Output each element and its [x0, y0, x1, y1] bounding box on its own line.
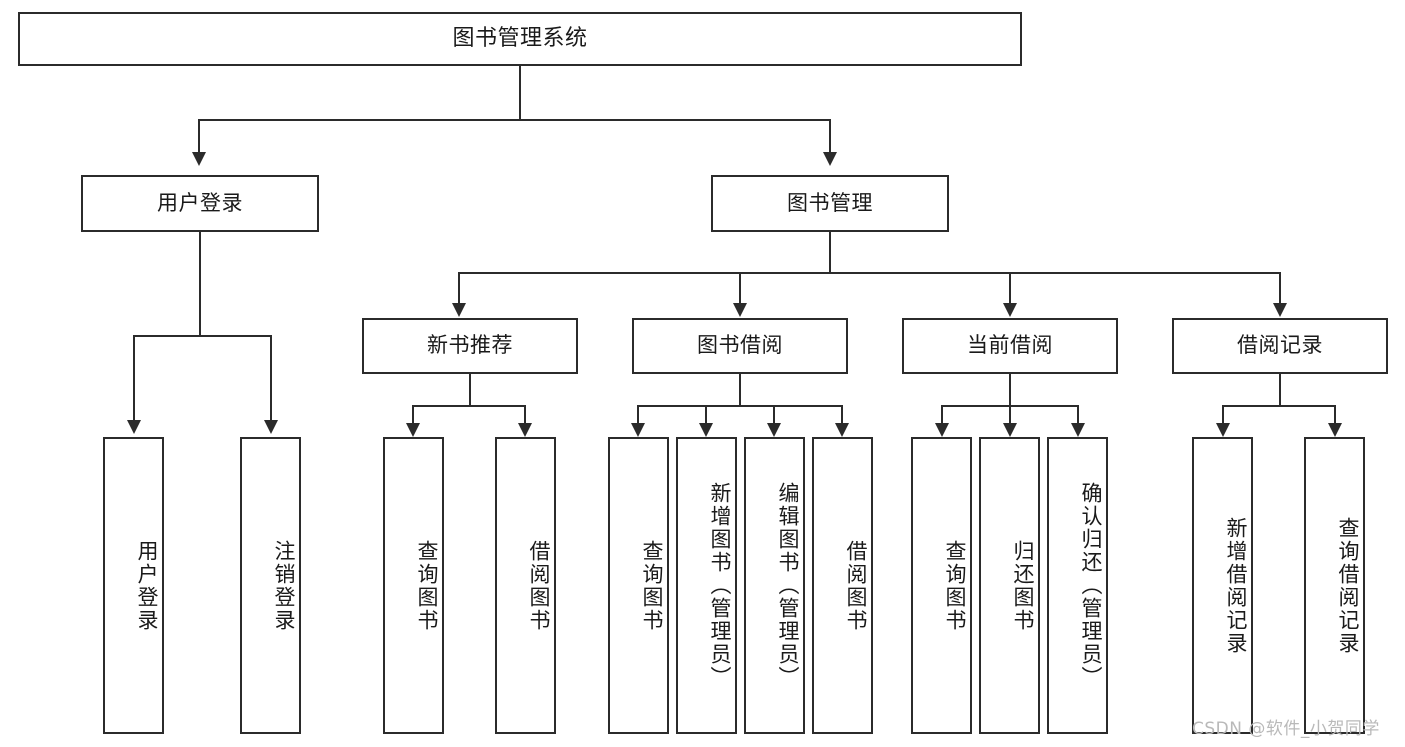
leaf-cb-query-book[interactable]: 查询图书: [911, 437, 972, 734]
connector-to-book-borrow: [739, 272, 741, 305]
node-label: 注销登录: [272, 539, 296, 632]
leaf-bb-add-book-admin[interactable]: 新增图书（管理员）: [676, 437, 737, 734]
connector-cb-leaf-2: [1077, 405, 1079, 425]
leaf-bb-edit-book-admin[interactable]: 编辑图书（管理员）: [744, 437, 805, 734]
node-book-borrow[interactable]: 图书借阅: [632, 318, 848, 374]
leaf-nbr-borrow-book[interactable]: 借阅图书: [495, 437, 556, 734]
leaf-nbr-query-book[interactable]: 查询图书: [383, 437, 444, 734]
arrowhead-to-book-management: [823, 152, 837, 166]
leaf-bb-borrow-book[interactable]: 借阅图书: [812, 437, 873, 734]
node-label: 查询图书: [640, 539, 664, 632]
connector-level2-bar: [198, 119, 831, 121]
node-label: 新书推荐: [427, 333, 513, 358]
connector-new-book-recommend-trunk: [469, 374, 471, 406]
connector-book-borrow-trunk: [739, 374, 741, 406]
node-label: 图书管理系统: [452, 25, 588, 51]
arrowhead-cb-leaf-0: [935, 423, 949, 437]
arrowhead-user-login-leaf-0: [127, 420, 141, 434]
leaf-cb-confirm-return-admin[interactable]: 确认归还（管理员）: [1047, 437, 1108, 734]
node-label: 归还图书: [1011, 539, 1035, 632]
node-label: 图书借阅: [697, 333, 783, 358]
connector-nbr-leaf-1: [524, 405, 526, 425]
connector-new-book-recommend-bar: [412, 405, 526, 407]
arrowhead-br-leaf-1: [1328, 423, 1342, 437]
node-root-book-management-system[interactable]: 图书管理系统: [18, 12, 1022, 66]
connector-cb-leaf-0: [941, 405, 943, 425]
arrowhead-bb-leaf-2: [767, 423, 781, 437]
node-label: 借阅记录: [1237, 333, 1323, 358]
arrowhead-to-new-book-recommend: [452, 303, 466, 317]
leaf-user-login-logout[interactable]: 注销登录: [240, 437, 301, 734]
node-label: 确认归还（管理员）: [1079, 482, 1103, 689]
connector-user-login-leaf-1: [270, 335, 272, 422]
node-label: 图书管理: [787, 190, 873, 215]
arrowhead-to-current-borrow: [1003, 303, 1017, 317]
arrowhead-to-borrow-record: [1273, 303, 1287, 317]
leaf-cb-return-book[interactable]: 归还图书: [979, 437, 1040, 734]
node-label: 查询借阅记录: [1336, 516, 1360, 655]
connector-to-borrow-record: [1279, 272, 1281, 305]
connector-to-book-management: [829, 119, 831, 155]
node-label: 借阅图书: [844, 539, 868, 632]
connector-user-login-trunk: [199, 232, 201, 336]
node-label: 用户登录: [135, 539, 159, 632]
arrowhead-br-leaf-0: [1216, 423, 1230, 437]
connector-to-new-book-recommend: [458, 272, 460, 305]
connector-to-user-login: [198, 119, 200, 155]
arrowhead-cb-leaf-2: [1071, 423, 1085, 437]
node-user-login[interactable]: 用户登录: [81, 175, 319, 232]
node-new-book-recommend[interactable]: 新书推荐: [362, 318, 578, 374]
arrowhead-bb-leaf-3: [835, 423, 849, 437]
node-borrow-record[interactable]: 借阅记录: [1172, 318, 1388, 374]
connector-bb-leaf-0: [637, 405, 639, 425]
arrowhead-user-login-leaf-1: [264, 420, 278, 434]
arrowhead-nbr-leaf-1: [518, 423, 532, 437]
node-label: 查询图书: [415, 539, 439, 632]
node-label: 查询图书: [943, 539, 967, 632]
arrowhead-cb-leaf-1: [1003, 423, 1017, 437]
node-label: 新增图书（管理员）: [708, 482, 732, 689]
arrowhead-bb-leaf-1: [699, 423, 713, 437]
node-current-borrow[interactable]: 当前借阅: [902, 318, 1118, 374]
node-label: 当前借阅: [967, 333, 1053, 358]
connector-br-leaf-1: [1334, 405, 1336, 425]
connector-book-borrow-bar: [637, 405, 843, 407]
connector-borrow-record-trunk: [1279, 374, 1281, 406]
node-label: 用户登录: [157, 190, 243, 215]
leaf-bb-query-book[interactable]: 查询图书: [608, 437, 669, 734]
connector-bb-leaf-2: [773, 405, 775, 425]
connector-root-trunk: [519, 66, 521, 120]
connector-user-login-leaf-0: [133, 335, 135, 422]
connector-book-management-trunk: [829, 232, 831, 273]
node-label: 新增借阅记录: [1224, 516, 1248, 655]
connector-cb-leaf-1: [1009, 405, 1011, 425]
leaf-br-add-record[interactable]: 新增借阅记录: [1192, 437, 1253, 734]
node-label: 编辑图书（管理员）: [776, 482, 800, 689]
node-label: 借阅图书: [527, 539, 551, 632]
connector-user-login-bar: [133, 335, 272, 337]
arrowhead-nbr-leaf-0: [406, 423, 420, 437]
connector-br-leaf-0: [1222, 405, 1224, 425]
connector-bb-leaf-3: [841, 405, 843, 425]
connector-to-current-borrow: [1009, 272, 1011, 305]
leaf-br-query-record[interactable]: 查询借阅记录: [1304, 437, 1365, 734]
leaf-user-login-login[interactable]: 用户登录: [103, 437, 164, 734]
connector-level3-bar: [458, 272, 1280, 274]
arrowhead-to-user-login: [192, 152, 206, 166]
arrowhead-to-book-borrow: [733, 303, 747, 317]
arrowhead-bb-leaf-0: [631, 423, 645, 437]
connector-borrow-record-bar: [1222, 405, 1336, 407]
connector-bb-leaf-1: [705, 405, 707, 425]
connector-current-borrow-trunk: [1009, 374, 1011, 406]
connector-nbr-leaf-0: [412, 405, 414, 425]
node-book-management[interactable]: 图书管理: [711, 175, 949, 232]
